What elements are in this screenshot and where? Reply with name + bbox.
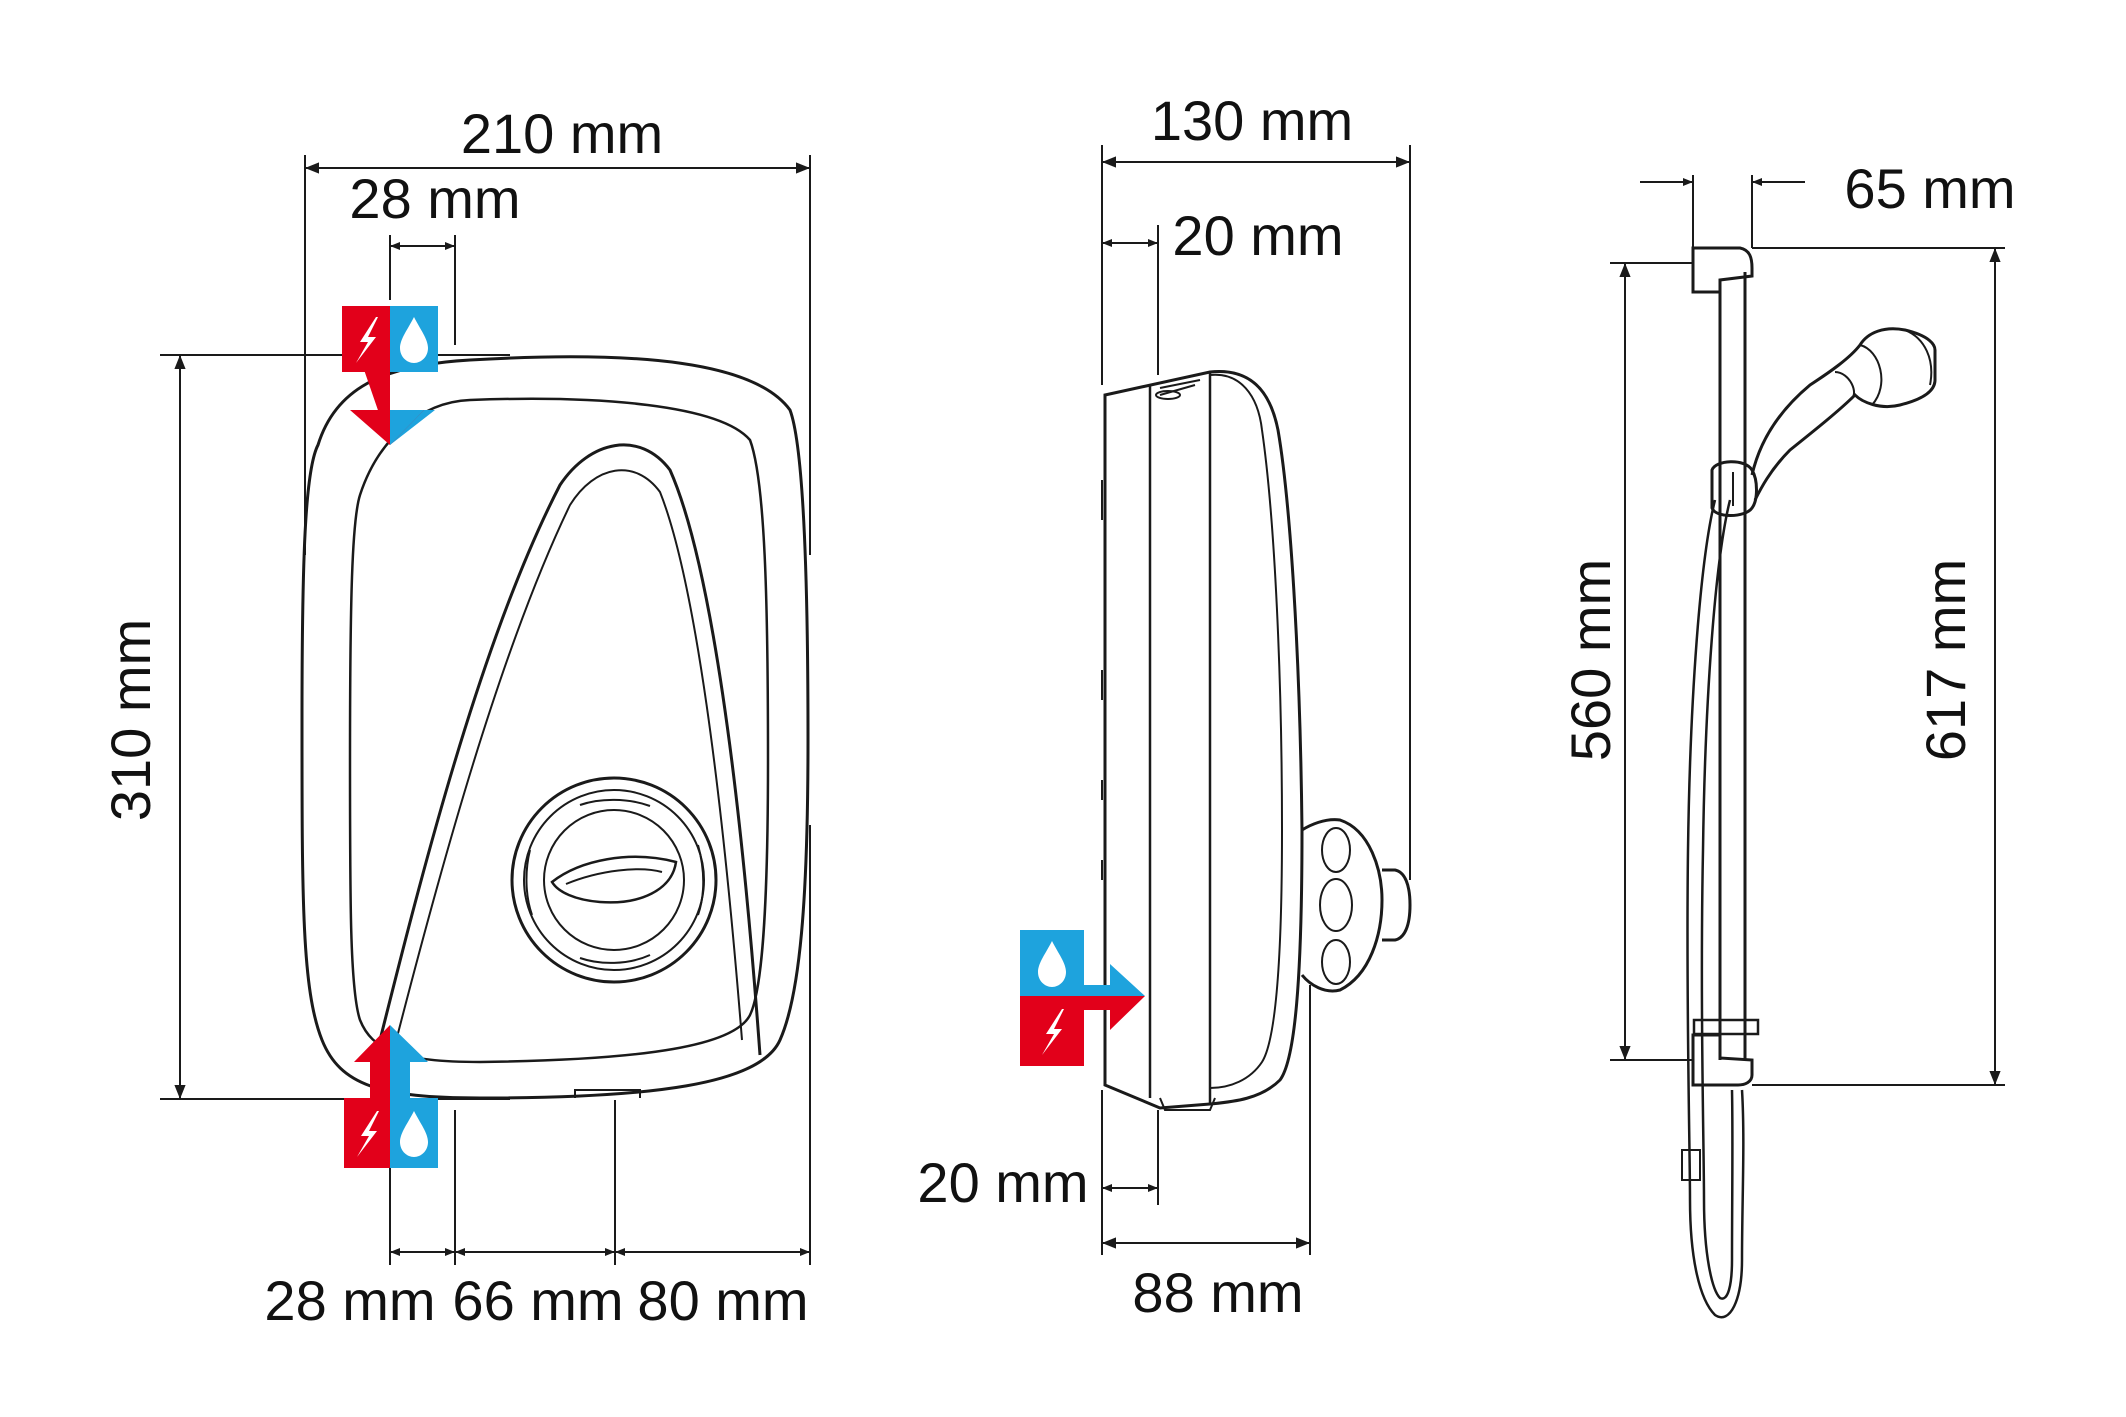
side-bottom-inlet-label: 20 mm (917, 1151, 1088, 1214)
side-supply-arrows (1020, 930, 1145, 1066)
front-teardrop-inner (394, 469, 743, 1046)
front-bottom-mid-label: 66 mm (452, 1269, 623, 1332)
side-depth-label: 130 mm (1151, 89, 1353, 152)
front-dimension-lines (160, 155, 811, 1265)
control-dial (510, 776, 718, 984)
front-top-inlet-label: 28 mm (349, 167, 520, 230)
front-bottom-inlet-label: 28 mm (264, 1269, 435, 1332)
side-dimension-lines (1101, 145, 1411, 1255)
side-housing-outline (1103, 370, 1304, 1110)
riser-top-bracket (1691, 246, 1754, 294)
side-top-inlet-label: 20 mm (1172, 204, 1343, 267)
shower-hose (1686, 499, 1745, 1319)
front-height-label: 310 mm (99, 619, 162, 821)
side-bottom-depth-label: 88 mm (1132, 1261, 1303, 1324)
front-width-label: 210 mm (461, 102, 663, 165)
riser-overall-height-label: 617 mm (1914, 559, 1977, 761)
riser-offset-label: 65 mm (1844, 157, 2015, 220)
riser-fixing-centres-label: 560 mm (1559, 559, 1622, 761)
riser-slider (1710, 460, 1758, 517)
side-view: 130 mm 20 mm 20 mm 88 mm (917, 89, 1412, 1324)
top-supply-arrows (342, 306, 438, 445)
shower-handset (1750, 327, 1937, 501)
front-view: 210 mm 28 mm 310 mm 28 mm 66 mm 80 mm (99, 102, 811, 1332)
riser-bottom-bracket (1691, 1033, 1754, 1087)
front-bottom-right-label: 80 mm (637, 1269, 808, 1332)
riser-dimension-lines (1610, 175, 2005, 1086)
front-panel-outline (348, 397, 770, 1064)
front-housing-outline (300, 355, 810, 1100)
riser-rail-view: 65 mm 560 mm 617 mm (1559, 157, 2016, 1319)
front-teardrop-outer (373, 443, 762, 1061)
side-dial (1300, 818, 1412, 993)
bottom-supply-arrows (344, 1025, 438, 1168)
